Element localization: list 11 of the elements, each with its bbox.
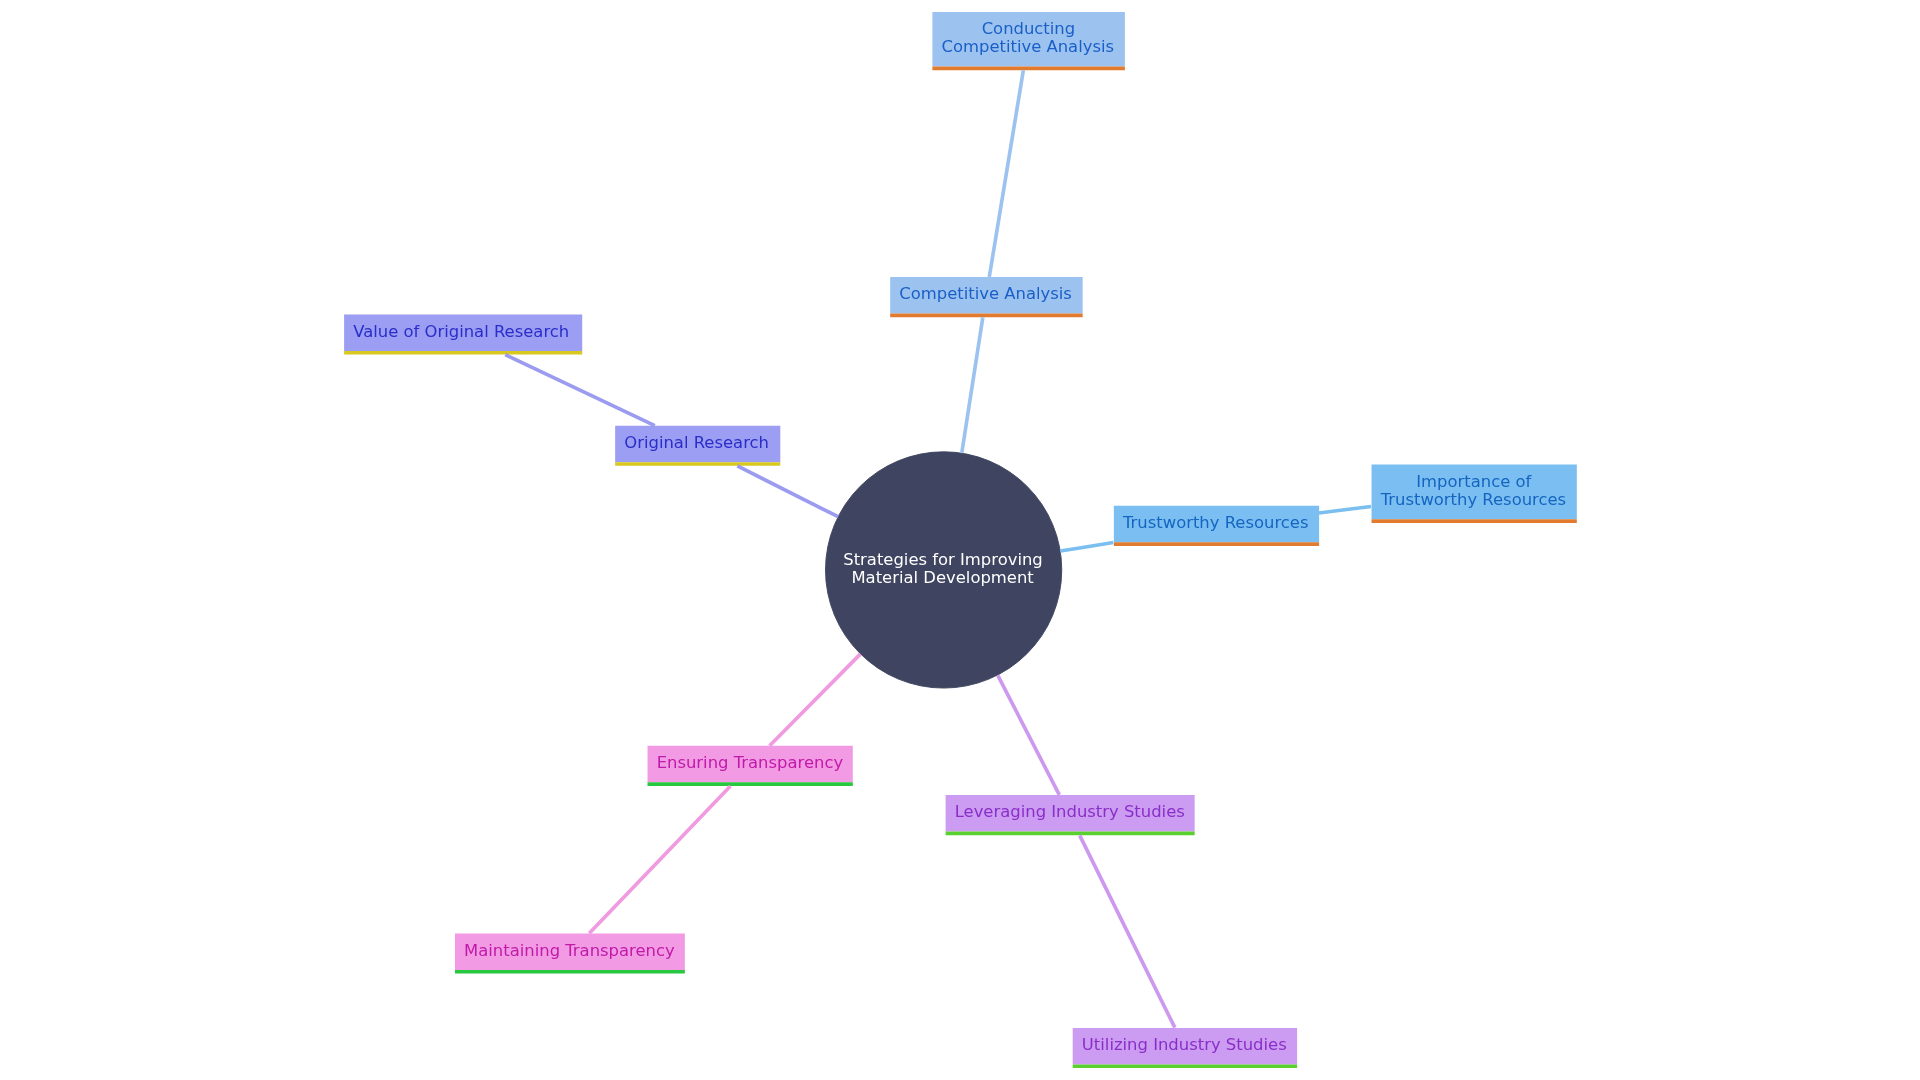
connector (768, 652, 862, 747)
connector (1060, 540, 1114, 553)
connector (1318, 504, 1372, 515)
connector (504, 353, 656, 428)
connector (987, 69, 1026, 278)
connector (959, 317, 985, 454)
connector (587, 784, 732, 935)
node-circle: Strategies for Improving Material Development (825, 451, 1063, 689)
connector (736, 464, 839, 519)
connector (1078, 834, 1177, 1029)
connector (996, 674, 1061, 796)
